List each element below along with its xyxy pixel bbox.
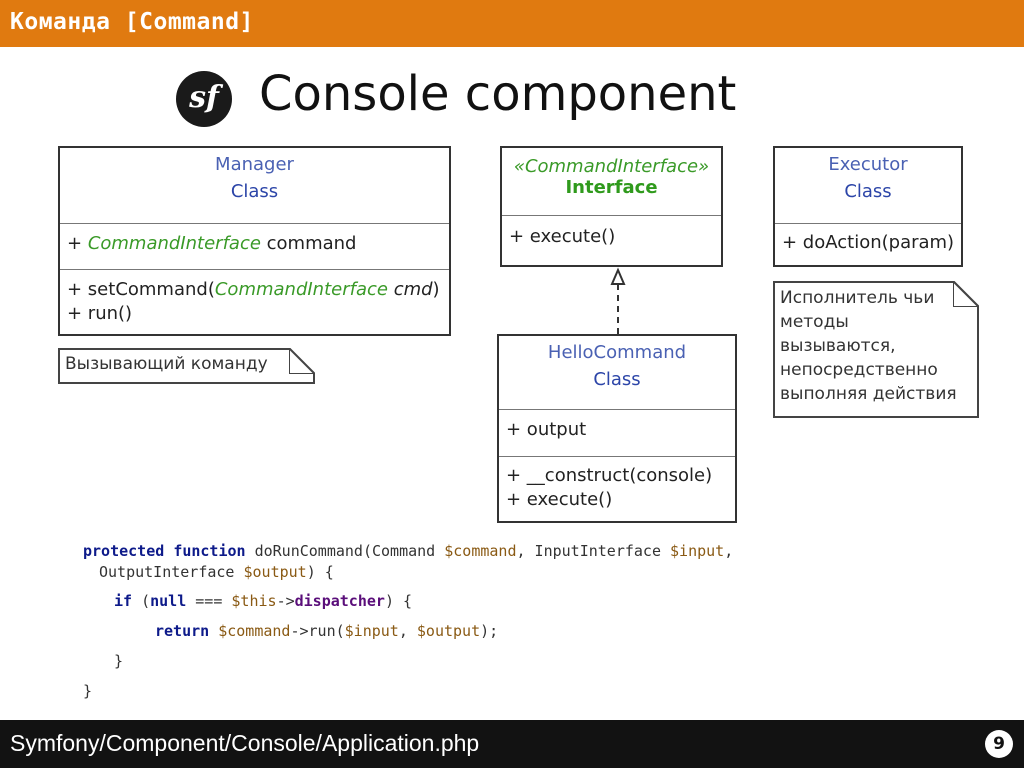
hellocommand-class-header: HelloCommand Class <box>499 336 735 410</box>
note-executor: Исполнитель чьи методы вызываются, непос… <box>773 281 979 418</box>
code-text <box>209 622 218 640</box>
header-bar: Команда [Command] <box>0 0 1024 47</box>
note-executor-line: выполняя действия <box>780 384 957 404</box>
executor-op-doaction: + doAction(param) <box>782 232 955 253</box>
command-interface-header: «CommandInterface» Interface <box>502 148 721 216</box>
code-keyword: return <box>155 622 210 640</box>
code-line-4: return $command->run($input, $output); <box>155 622 498 640</box>
hellocommand-attributes: + output <box>499 410 735 457</box>
code-text: , <box>398 622 417 640</box>
manager-class-box: Manager Class + CommandInterface command… <box>58 146 451 336</box>
manager-op1-suffix: ) <box>432 279 440 300</box>
code-keyword: if <box>114 592 133 610</box>
manager-attributes: + CommandInterface command <box>60 224 449 270</box>
executor-operations: + doAction(param) <box>775 224 961 259</box>
code-variable: $this <box>231 592 277 610</box>
manager-op1-param: cmd <box>387 279 433 300</box>
code-text: OutputInterface <box>99 563 244 581</box>
command-interface-box: «CommandInterface» Interface + execute() <box>500 146 723 267</box>
code-line-6: } <box>83 682 93 700</box>
note-executor-line: вызываются, <box>780 336 896 356</box>
hellocommand-class-kind: Class <box>593 369 641 390</box>
code-variable: $input <box>344 622 399 640</box>
manager-op-run: + run() <box>67 303 133 324</box>
note-executor-line: Исполнитель чьи <box>780 288 935 308</box>
code-text: , <box>724 542 734 560</box>
hellocommand-operations: + __construct(console) + execute() <box>499 457 735 518</box>
hellocommand-op-execute: + execute() <box>506 489 613 510</box>
code-line-2: OutputInterface $output) { <box>99 563 334 581</box>
code-text: ); <box>480 622 499 640</box>
footer-path: Symfony/Component/Console/Application.ph… <box>10 730 480 756</box>
symfony-logo-icon: sf <box>176 71 232 127</box>
manager-op-setcommand: + setCommand(CommandInterface cmd) <box>67 278 442 302</box>
code-keyword: null <box>150 592 187 610</box>
footer-bar: Symfony/Component/Console/Application.ph… <box>0 720 1024 768</box>
code-variable: $output <box>416 622 481 640</box>
note-caller: Вызывающий команду <box>58 348 315 384</box>
note-executor-line: непосредственно <box>780 360 938 380</box>
manager-op1-prefix: + setCommand( <box>67 279 215 300</box>
code-text: ) { <box>306 563 334 581</box>
code-text: ) { <box>384 592 413 610</box>
code-line-5: } <box>114 652 124 670</box>
command-interface-operations: + execute() <box>502 216 721 253</box>
executor-class-header: Executor Class <box>775 148 961 224</box>
hellocommand-attr-output: + output <box>506 419 587 440</box>
note-fold-icon <box>289 348 315 374</box>
page-number-badge: 9 <box>985 730 1013 758</box>
slide-title: Console component <box>259 66 737 122</box>
executor-class-box: Executor Class + doAction(param) <box>773 146 963 267</box>
manager-operations: + setCommand(CommandInterface cmd) + run… <box>60 270 449 332</box>
manager-attr-name: command <box>260 233 357 254</box>
code-variable: $command <box>444 542 517 560</box>
executor-class-name: Executor <box>828 154 908 175</box>
code-variable: $output <box>243 563 307 581</box>
hellocommand-op-construct: + __construct(console) <box>506 465 713 486</box>
code-keyword: function <box>173 542 246 560</box>
code-line-1: protected function doRunCommand(Command … <box>83 542 733 560</box>
code-line-3: if (null === $this->dispatcher) { <box>114 592 412 610</box>
manager-class-header: Manager Class <box>60 148 449 224</box>
manager-class-kind: Class <box>230 181 279 202</box>
code-variable: $input <box>670 542 725 560</box>
note-fold-icon <box>953 281 979 307</box>
code-keyword: protected <box>83 542 165 560</box>
command-interface-kind: Interface <box>565 177 658 198</box>
code-variable: $command <box>218 622 291 640</box>
note-executor-line: методы <box>780 312 849 332</box>
executor-class-kind: Class <box>844 181 892 202</box>
code-text: ( <box>132 592 151 610</box>
command-interface-stereotype: «CommandInterface» <box>513 156 710 177</box>
code-text: doRunCommand(Command <box>245 542 445 560</box>
code-text: -> <box>276 592 295 610</box>
manager-attr-type: CommandInterface <box>87 233 261 254</box>
hellocommand-class-box: HelloCommand Class + output + __construc… <box>497 334 737 523</box>
code-text: === <box>186 592 232 610</box>
note-caller-text: Вызывающий команду <box>65 354 268 374</box>
command-interface-op-execute: + execute() <box>509 226 616 247</box>
manager-class-name: Manager <box>215 154 294 175</box>
header-title: Команда [Command] <box>10 9 254 35</box>
hellocommand-class-name: HelloCommand <box>547 342 687 363</box>
manager-attr-prefix: + <box>67 233 88 254</box>
code-text: , InputInterface <box>516 542 671 560</box>
code-text: ->run( <box>290 622 345 640</box>
manager-op1-type: CommandInterface <box>214 279 388 300</box>
code-property: dispatcher <box>294 592 385 610</box>
